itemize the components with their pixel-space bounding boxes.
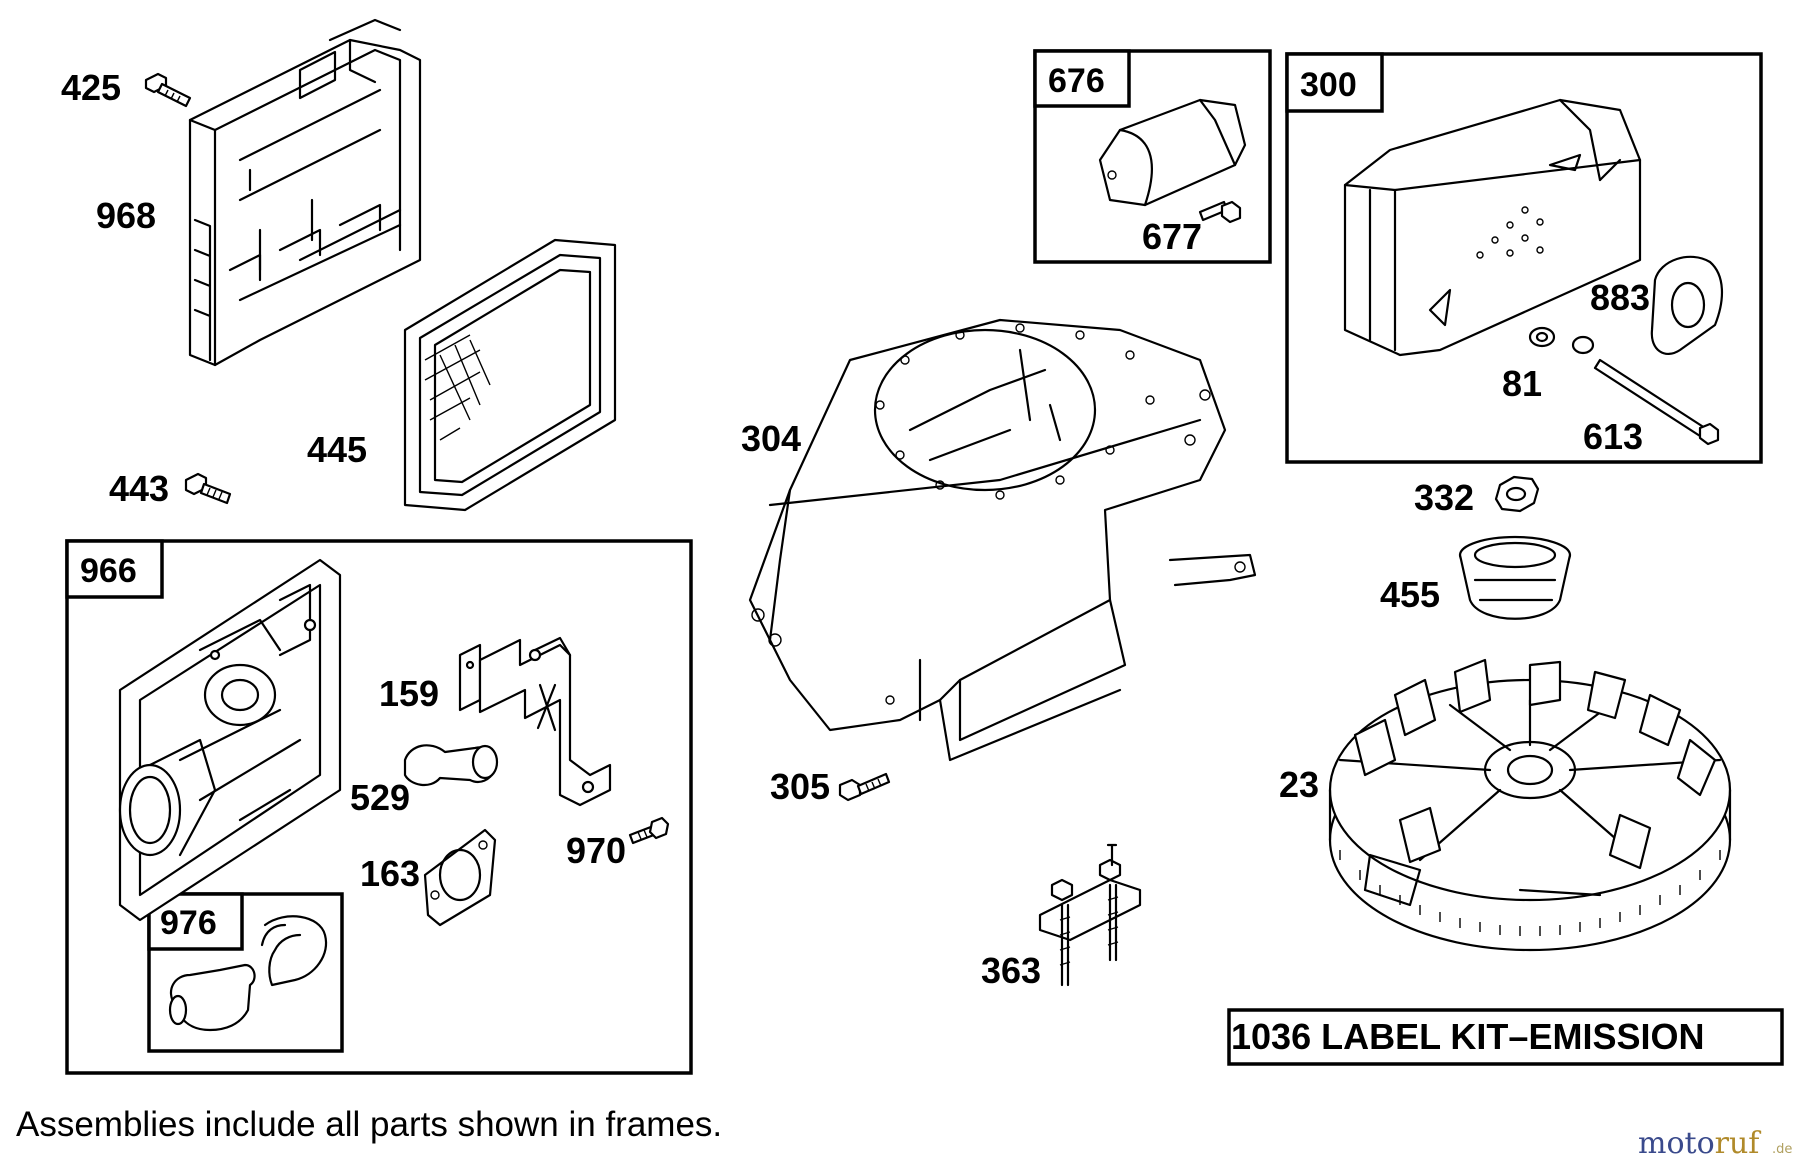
emission-kit-box bbox=[1227, 1008, 1784, 1066]
tube-529-drawing bbox=[403, 744, 499, 787]
motoruf-watermark: motoruf .de bbox=[1638, 1126, 1792, 1161]
screw-425-drawing bbox=[144, 72, 192, 108]
part-label-425: 425 bbox=[61, 67, 121, 108]
watermark-tld: .de bbox=[1772, 1142, 1792, 1157]
frame-676-tag bbox=[1033, 49, 1131, 108]
part-label-363: 363 bbox=[981, 950, 1041, 991]
assemblies-footnote: Assemblies include all parts shown in fr… bbox=[16, 1105, 722, 1144]
part-label-332: 332 bbox=[1414, 477, 1474, 518]
part-label-970: 970 bbox=[566, 830, 626, 871]
frame-676-box bbox=[1033, 49, 1272, 264]
intake-assembly-966-drawing bbox=[118, 558, 342, 922]
part-label-445: 445 bbox=[307, 429, 367, 470]
part-label-163: 163 bbox=[360, 853, 420, 894]
frame-676-label: 676 bbox=[1048, 62, 1105, 100]
frame-966-tag bbox=[65, 539, 164, 599]
frame-976-label: 976 bbox=[160, 904, 217, 942]
screw-443-drawing bbox=[184, 472, 232, 505]
frame-300-box bbox=[1285, 52, 1763, 464]
part-label-455: 455 bbox=[1380, 574, 1440, 615]
frame-966-box bbox=[65, 539, 693, 1075]
part-label-883: 883 bbox=[1590, 277, 1650, 318]
gasket-163-drawing bbox=[423, 828, 497, 927]
part-label-677: 677 bbox=[1142, 216, 1202, 257]
air-filter-445-drawing bbox=[403, 238, 617, 512]
ground-bracket-363-drawing bbox=[1038, 843, 1142, 987]
part-label-159: 159 bbox=[379, 673, 439, 714]
part-label-613: 613 bbox=[1583, 416, 1643, 457]
heat-shield-676-drawing bbox=[1098, 98, 1247, 207]
part-label-529: 529 bbox=[350, 777, 410, 818]
gasket-883-drawing bbox=[1650, 255, 1724, 355]
screw-677-drawing bbox=[1198, 200, 1242, 224]
nut-332-drawing bbox=[1494, 475, 1540, 513]
part-label-304: 304 bbox=[741, 418, 801, 459]
blower-housing-304-drawing bbox=[748, 318, 1257, 762]
emission-kit-label: 1036 LABEL KIT–EMISSION bbox=[1231, 1016, 1704, 1057]
part-label-443: 443 bbox=[109, 468, 169, 509]
bracket-159-drawing bbox=[458, 636, 612, 807]
washer-81-drawing bbox=[1528, 326, 1595, 355]
part-label-968: 968 bbox=[96, 195, 156, 236]
screw-970-drawing bbox=[628, 816, 670, 845]
screw-305-drawing bbox=[838, 772, 891, 802]
part-label-305: 305 bbox=[770, 766, 830, 807]
air-cleaner-base-968-drawing bbox=[188, 18, 422, 367]
bolt-613-drawing bbox=[1593, 358, 1720, 446]
starter-cup-455-drawing bbox=[1458, 535, 1572, 620]
frame-976-tag bbox=[147, 892, 244, 951]
frame-300-tag bbox=[1285, 52, 1384, 113]
watermark-part-a: moto bbox=[1638, 1126, 1715, 1161]
flywheel-23-drawing bbox=[1328, 658, 1732, 952]
part-label-81: 81 bbox=[1502, 363, 1542, 404]
watermark-part-b: ruf bbox=[1715, 1126, 1762, 1161]
primer-bulb-976-drawing bbox=[168, 915, 328, 1032]
frame-966-label: 966 bbox=[80, 552, 137, 590]
frame-300-label: 300 bbox=[1300, 66, 1357, 104]
part-label-23: 23 bbox=[1279, 764, 1319, 805]
muffler-300-drawing bbox=[1343, 98, 1642, 357]
frame-976-box bbox=[147, 892, 344, 1053]
svg-text:motoruf: motoruf bbox=[1638, 1126, 1761, 1161]
